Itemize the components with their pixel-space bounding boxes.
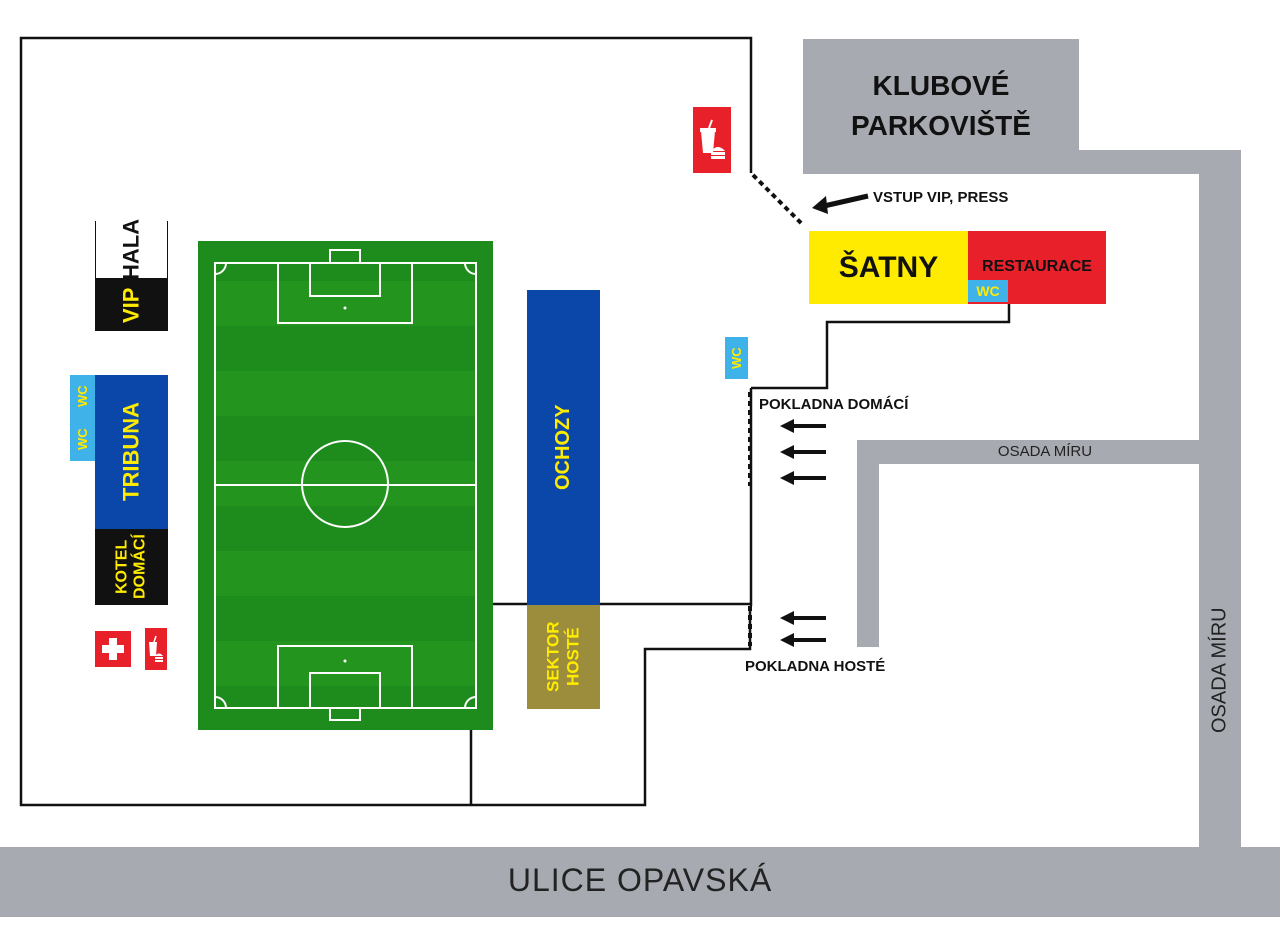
vip-block: VIP	[95, 279, 168, 331]
sektor-hoste: SEKTOR HOSTÉ	[527, 605, 600, 709]
street-opavska-label: ULICE OPAVSKÁ	[507, 862, 773, 898]
food-drink-icon	[693, 107, 731, 173]
wc-tribuna-top: WC	[70, 375, 95, 417]
food-drink-icon	[145, 628, 167, 670]
club-parking-label-2: PARKOVIŠTĚ	[851, 110, 1031, 141]
first-aid-icon	[95, 631, 131, 667]
kotel-label-2: DOMÁCÍ	[131, 534, 149, 600]
street-osada-horizontal	[857, 440, 1199, 464]
pokladna-domaci-label: POKLADNA DOMÁCÍ	[759, 396, 909, 413]
street-opavska	[0, 847, 1280, 917]
ochozy-stand: OCHOZY	[527, 290, 600, 605]
kotel-domaci: KOTEL DOMÁCÍ	[95, 529, 168, 605]
away-entry-arrows	[780, 611, 826, 647]
wc-restaurace: WC	[968, 280, 1008, 302]
club-parking	[803, 39, 1079, 174]
street-osada-top	[1079, 150, 1241, 174]
sektor-hoste-label-2: HOSTÉ	[563, 627, 583, 687]
arrow-left-icon	[812, 193, 869, 214]
football-pitch	[198, 241, 493, 730]
hala-block: HALA	[95, 219, 168, 280]
osada-miru-horizontal-label: OSADA MÍRU	[997, 443, 1093, 460]
tribuna-stand: TRIBUNA	[95, 375, 168, 529]
osada-miru-vertical-label: OSADA MÍRU	[1208, 607, 1231, 733]
street-osada-vertical	[1199, 150, 1241, 847]
pokladna-hoste-label: POKLADNA HOSTÉ	[745, 658, 886, 675]
vip-gate	[751, 173, 804, 226]
kotel-label-1: KOTEL	[113, 539, 131, 595]
wc-gate: WC	[725, 337, 748, 379]
wc-tribuna-bottom: WC	[70, 417, 95, 461]
vip-entry-label: VSTUP VIP, PRESS	[873, 189, 1009, 206]
home-entry-arrows	[780, 419, 826, 485]
satny-block: ŠATNY	[809, 231, 968, 304]
street-osada-side	[857, 440, 879, 647]
sektor-hoste-label-1: SEKTOR	[543, 621, 563, 693]
stadium-boundary	[19, 36, 753, 807]
club-parking-label-1: KLUBOVÉ	[872, 70, 1010, 101]
